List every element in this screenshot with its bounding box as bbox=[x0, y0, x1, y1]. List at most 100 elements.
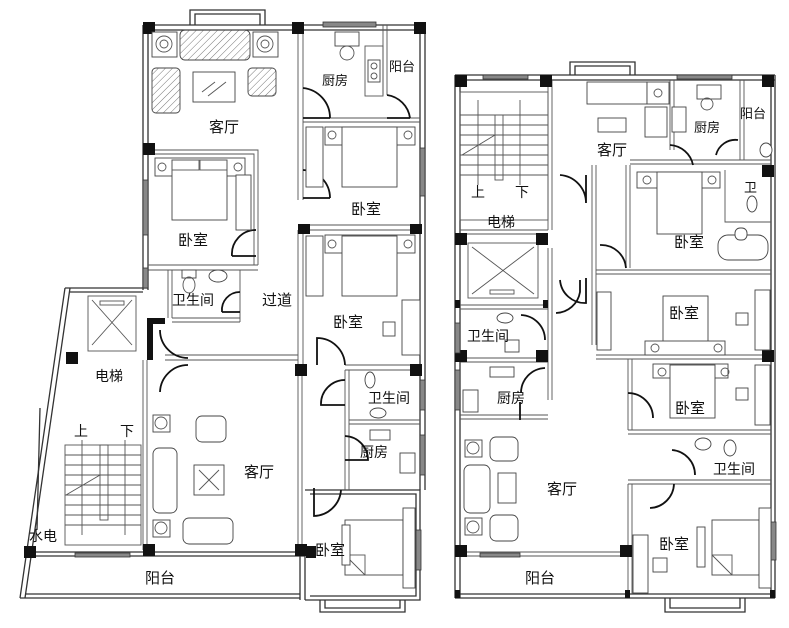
wardrobe-icon bbox=[305, 126, 324, 188]
armchair-icon bbox=[195, 415, 227, 443]
stair-label-down: 下 bbox=[120, 424, 134, 440]
wardrobe-icon bbox=[235, 174, 252, 231]
washbasin-icon bbox=[496, 312, 514, 324]
room-label-balcony-bottom: 阳台 bbox=[525, 569, 556, 587]
armchair-icon bbox=[644, 106, 668, 138]
room-label-bedroom-right-upper: 卧室 bbox=[351, 200, 382, 218]
room-label-bedroom-bottom: 卧室 bbox=[315, 541, 346, 559]
bed-icon bbox=[341, 126, 398, 188]
sink-icon bbox=[334, 31, 360, 47]
wardrobe-icon bbox=[696, 526, 706, 568]
left-windows bbox=[74, 21, 426, 571]
room-label-bedroom-2: 卧室 bbox=[669, 304, 700, 322]
desk-icon bbox=[632, 534, 649, 594]
right-doors bbox=[519, 138, 739, 509]
room-label-elevator: 电梯 bbox=[95, 369, 123, 385]
coffee-table-icon bbox=[497, 472, 517, 504]
wardrobe-icon bbox=[596, 291, 612, 351]
wardrobe-icon bbox=[341, 524, 351, 566]
room-label-utility: 水电 bbox=[29, 529, 57, 545]
right-furniture bbox=[459, 81, 773, 594]
room-label-kitchen-top: 厨房 bbox=[694, 121, 721, 136]
chair-icon bbox=[735, 387, 749, 401]
sofa-icon bbox=[182, 517, 234, 545]
sofa-icon bbox=[463, 464, 491, 514]
room-label-bathroom-upper: 卫生间 bbox=[172, 293, 214, 309]
left-doors bbox=[159, 87, 411, 517]
washbasin-icon bbox=[759, 142, 773, 158]
room-label-bathroom-right: 卫生间 bbox=[713, 462, 755, 478]
bed-headboard-icon bbox=[644, 340, 726, 356]
room-label-living-top: 客厅 bbox=[597, 141, 628, 159]
room-label-bedroom-3: 卧室 bbox=[675, 399, 706, 417]
wardrobe-icon bbox=[305, 235, 324, 297]
room-label-bedroom-4: 卧室 bbox=[659, 535, 690, 553]
room-label-elevator: 电梯 bbox=[487, 215, 515, 231]
desk-icon bbox=[754, 289, 771, 351]
room-label-kitchen-top: 厨房 bbox=[322, 74, 349, 89]
toilet-icon bbox=[504, 339, 520, 353]
sofa-icon bbox=[179, 29, 251, 61]
coffee-table-icon bbox=[192, 71, 236, 103]
room-label-bedroom-right-middle: 卧室 bbox=[333, 313, 364, 331]
chair-icon bbox=[652, 557, 668, 573]
right-plan bbox=[454, 61, 777, 613]
left-outer-walls bbox=[19, 9, 426, 613]
bed-icon bbox=[171, 159, 228, 221]
room-label-bathroom-lower: 卫生间 bbox=[368, 391, 410, 407]
stair-label-down: 下 bbox=[515, 185, 529, 201]
room-label-living-top: 客厅 bbox=[209, 118, 240, 136]
armchair-icon bbox=[489, 514, 519, 542]
chair-icon bbox=[735, 312, 749, 326]
chair-icon bbox=[734, 227, 748, 241]
bed-icon bbox=[662, 295, 709, 349]
right-columns bbox=[455, 75, 775, 598]
stove-icon bbox=[671, 106, 687, 133]
stair-label-up: 上 bbox=[74, 424, 88, 440]
sink-icon bbox=[462, 389, 479, 413]
left-interior-walls bbox=[87, 25, 420, 550]
room-label-corridor: 过道 bbox=[262, 291, 293, 309]
room-label-balcony-top: 阳台 bbox=[389, 60, 416, 75]
room-label-kitchen-lower: 厨房 bbox=[360, 445, 388, 461]
sofa-icon bbox=[152, 447, 178, 514]
room-label-toilet-small: 卫 bbox=[744, 181, 758, 196]
sofa-icon bbox=[586, 81, 648, 105]
stove-icon bbox=[489, 366, 515, 378]
room-label-bedroom-left-upper: 卧室 bbox=[178, 231, 209, 249]
stove-icon bbox=[369, 429, 391, 441]
bed-icon bbox=[656, 171, 703, 235]
room-label-bedroom-1: 卧室 bbox=[674, 233, 705, 251]
armchair-icon bbox=[151, 67, 181, 114]
bed-icon bbox=[711, 519, 760, 576]
room-label-kitchen-left: 厨房 bbox=[497, 391, 525, 407]
room-label-balcony-top: 阳台 bbox=[740, 107, 767, 122]
washbasin-icon bbox=[208, 269, 228, 283]
room-label-bathroom-left: 卫生间 bbox=[467, 329, 509, 345]
coffee-table-icon bbox=[597, 117, 627, 133]
stair-label-up: 上 bbox=[471, 185, 485, 201]
right-staircase-icon bbox=[459, 91, 549, 221]
left-plan bbox=[19, 9, 426, 613]
washbasin-icon bbox=[369, 407, 387, 419]
chair-icon bbox=[382, 321, 396, 337]
armchair-icon bbox=[489, 436, 519, 462]
room-label-living-bottom: 客厅 bbox=[547, 480, 578, 498]
left-staircase-icon bbox=[64, 440, 142, 546]
sink-icon bbox=[399, 452, 416, 474]
left-columns bbox=[24, 22, 426, 558]
desk-icon bbox=[754, 364, 771, 426]
bed-icon bbox=[344, 519, 404, 576]
room-label-living-bottom: 客厅 bbox=[244, 463, 275, 481]
armchair-icon bbox=[247, 67, 277, 97]
washbasin-icon bbox=[694, 437, 712, 451]
room-label-balcony-bottom: 阳台 bbox=[145, 569, 176, 587]
toilet-icon bbox=[746, 195, 758, 213]
bed-icon bbox=[669, 364, 716, 419]
left-furniture bbox=[64, 29, 421, 589]
bed-icon bbox=[341, 235, 398, 297]
toilet-icon bbox=[723, 439, 737, 457]
toilet-icon bbox=[364, 371, 376, 389]
sink-icon bbox=[696, 84, 722, 100]
